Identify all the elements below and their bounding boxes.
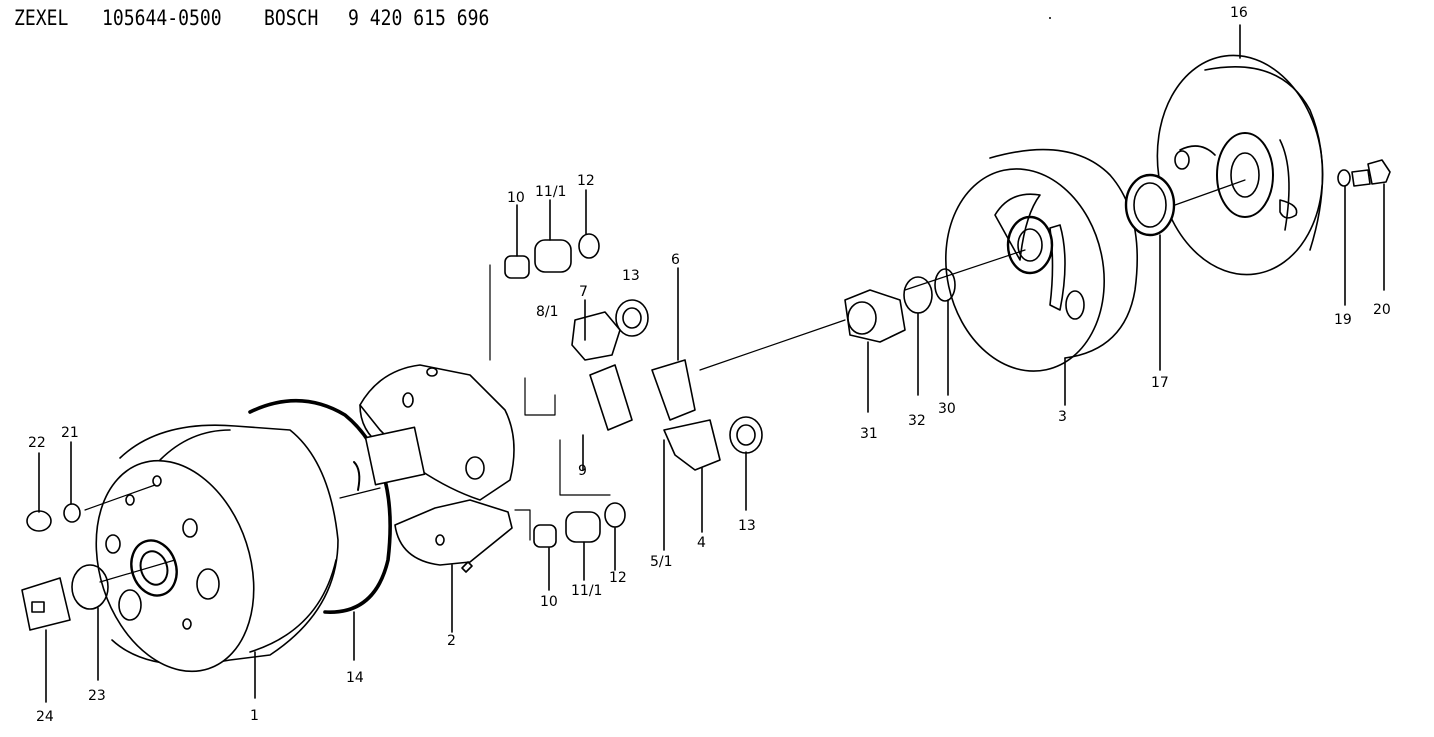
parts-21-24-plug-group <box>21 441 109 703</box>
parts-30-31-32-valve-group <box>844 268 956 413</box>
callout-9: 9 <box>578 463 587 479</box>
callout-10-bottom: 10 <box>540 594 558 610</box>
callout-4: 4 <box>697 535 706 551</box>
top-bushing-set <box>504 189 600 279</box>
callout-30: 30 <box>938 401 956 417</box>
callout-24: 24 <box>36 709 54 725</box>
header-zexel-part-number: 105644-0500 <box>102 6 222 30</box>
part-1-housing <box>95 424 339 699</box>
part-17-bearing-ring <box>1124 173 1176 371</box>
callout-16: 16 <box>1230 5 1248 21</box>
callout-5-1: 5/1 <box>650 554 673 570</box>
governor-spring-group <box>571 267 763 551</box>
callout-22: 22 <box>28 435 46 451</box>
part-2-flyweight-carrier <box>359 364 515 633</box>
assembly-axis-lines <box>84 179 1246 583</box>
callout-23: 23 <box>88 688 106 704</box>
part-16-cover-plate <box>1156 24 1324 276</box>
callout-11-1-bottom: 11/1 <box>571 583 602 599</box>
callout-6: 6 <box>671 252 680 268</box>
callout-labels: 1 2 3 4 5/1 6 7 8/1 9 10 11/1 12 10 11/1… <box>28 5 1391 725</box>
header-brand-bosch: BOSCH <box>264 6 319 30</box>
callout-13-bottom: 13 <box>738 518 756 534</box>
callout-7: 7 <box>579 284 588 300</box>
callout-10-top: 10 <box>507 190 525 206</box>
callout-11-1-top: 11/1 <box>535 184 566 200</box>
part-3-drum <box>945 148 1138 406</box>
bottom-bushing-set <box>533 502 626 591</box>
callout-13-top: 13 <box>622 268 640 284</box>
callout-2: 2 <box>447 633 456 649</box>
callout-8-1: 8/1 <box>536 304 559 320</box>
header-bosch-part-number: 9 420 615 696 <box>348 6 490 30</box>
speck-dot <box>1049 17 1051 19</box>
callout-32: 32 <box>908 413 926 429</box>
parts-19-20-screw-washer <box>1337 159 1391 306</box>
callout-14: 14 <box>346 670 364 686</box>
callout-19: 19 <box>1334 312 1352 328</box>
callout-20: 20 <box>1373 302 1391 318</box>
callout-1: 1 <box>250 708 259 724</box>
callout-3: 3 <box>1058 409 1067 425</box>
header-brand-zexel: ZEXEL <box>14 6 69 30</box>
callout-12-top: 12 <box>577 173 595 189</box>
callout-12-bottom: 12 <box>609 570 627 586</box>
callout-17: 17 <box>1151 375 1169 391</box>
callout-21: 21 <box>61 425 79 441</box>
callout-31: 31 <box>860 426 878 442</box>
